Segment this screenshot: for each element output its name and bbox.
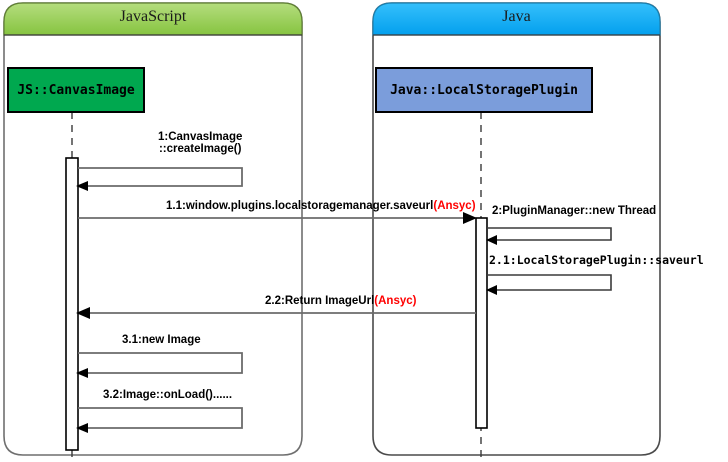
message-label-2-2-async: (Ansyc): [374, 295, 417, 307]
message-1-1-arrowhead: [463, 212, 477, 224]
message-label-1-1-text: 1.1:window.plugins.localstoragemanager.s…: [166, 200, 434, 212]
message-label-1: 1:CanvasImage ::createImage(): [158, 131, 242, 155]
message-label-1-1-async: (Ansyc): [433, 200, 476, 212]
message-3-1-path: [78, 352, 243, 374]
message-1-arrowhead: [76, 181, 88, 191]
message-label-2-2-text: 2.2:Return ImageUrl: [265, 295, 375, 307]
frame-java: [372, 2, 661, 456]
message-label-2-2: 2.2:Return ImageUrl(Ansyc): [265, 295, 416, 307]
message-label-2: 2:PluginManager::new Thread: [492, 205, 657, 217]
participant-label-java-localstorageplugin: Java::LocalStoragePlugin: [390, 83, 578, 98]
message-2-1-saveurl[interactable]: [486, 274, 612, 295]
message-label-3-1: 3.1:new Image: [122, 334, 201, 346]
message-3-2-path: [78, 407, 243, 429]
message-1-createimage[interactable]: [76, 167, 243, 191]
frame-javascript-title: JavaScript: [119, 8, 187, 25]
message-2-2-arrowhead: [76, 307, 90, 319]
message-3-2-arrowhead: [76, 423, 88, 433]
frame-java-title: Java: [502, 8, 531, 25]
participant-box-java-localstorageplugin[interactable]: [375, 67, 593, 113]
message-1-1-saveurl[interactable]: [78, 212, 477, 224]
message-label-1-1: 1.1:window.plugins.localstoragemanager.s…: [166, 200, 476, 212]
message-2-new-thread[interactable]: [486, 227, 612, 245]
activation-bar-java-localstorageplugin: [475, 217, 488, 429]
message-2-1-arrowhead: [486, 285, 497, 295]
message-label-1-line1: 1:CanvasImage: [158, 131, 243, 143]
message-2-arrowhead: [486, 235, 497, 245]
message-1-path: [78, 167, 243, 187]
message-2-2-return-imageurl[interactable]: [76, 307, 476, 319]
message-label-3-2: 3.2:Image::onLoad()......: [103, 389, 233, 401]
message-label-2-1: 2.1:LocalStoragePlugin::saveurl: [489, 253, 704, 267]
message-3-1-arrowhead: [76, 368, 88, 378]
message-3-1-new-image[interactable]: [76, 352, 243, 378]
activation-bar-js-canvasimage: [65, 157, 79, 451]
message-2-1-path: [487, 274, 612, 291]
message-label-1-line2: ::createImage(): [158, 143, 242, 155]
participant-box-js-canvasimage[interactable]: [7, 67, 145, 113]
message-3-2-onload[interactable]: [76, 407, 243, 433]
participant-label-js-canvasimage: JS::CanvasImage: [17, 83, 135, 98]
message-2-path: [487, 227, 612, 241]
